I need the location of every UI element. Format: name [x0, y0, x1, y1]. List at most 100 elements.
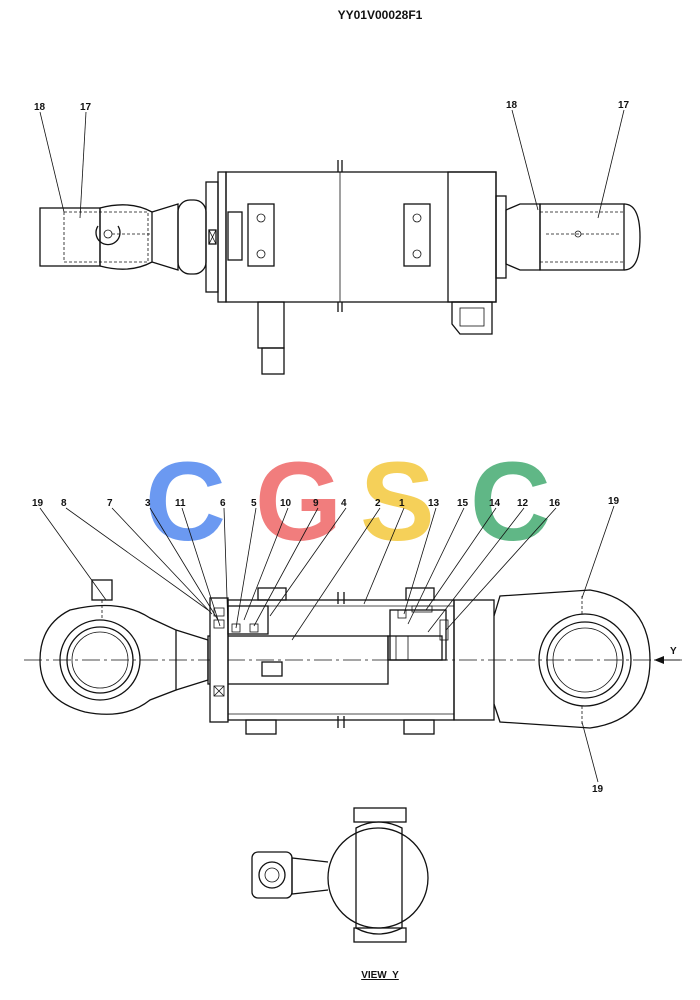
callout: 16 [549, 498, 561, 509]
cylinder-barrel [225, 171, 497, 303]
rod-seal [213, 619, 225, 629]
view-y-port-bottom [353, 927, 407, 943]
port-fitting-left [261, 347, 285, 375]
left-grease-boss [91, 579, 113, 601]
callout: 18 [34, 102, 46, 113]
section-view [24, 505, 682, 783]
callout: 3 [145, 498, 151, 509]
right-rod-end [539, 203, 625, 271]
cylinder-bottom [453, 599, 495, 721]
clamp-bolt [412, 249, 422, 259]
left-bushing [66, 626, 134, 694]
left-eye-housing [39, 604, 177, 715]
callout: 17 [80, 102, 92, 113]
leader [79, 111, 87, 219]
nameplate [227, 211, 243, 261]
rod-marker [261, 661, 283, 677]
view-y-label: VIEW Y [361, 970, 399, 981]
right-neck [505, 203, 541, 271]
left-neck [151, 203, 179, 271]
port-pipe-left [257, 301, 285, 349]
left-bushing-hidden [63, 211, 149, 263]
leader [581, 505, 615, 599]
callout: 13 [428, 498, 440, 509]
barrel-bottom [447, 171, 497, 303]
leader [149, 507, 219, 621]
right-cap-flange [495, 195, 507, 279]
callout: 7 [107, 498, 113, 509]
callout: 4 [341, 498, 347, 509]
leader [407, 507, 465, 625]
clamp-bolt [256, 213, 266, 223]
leader [445, 507, 557, 631]
view-y-barrel-end [327, 827, 429, 929]
port-top-left [257, 587, 287, 601]
port-block-window [459, 307, 485, 327]
break-mark [337, 160, 343, 312]
leader [425, 507, 497, 611]
left-gland-ring [177, 199, 207, 275]
piston-nut [387, 635, 443, 661]
callout: 8 [61, 498, 67, 509]
callout: 18 [506, 100, 518, 111]
callout: 19 [32, 498, 44, 509]
callout: 10 [280, 498, 292, 509]
callout: 2 [375, 498, 381, 509]
dust-seal [213, 607, 225, 617]
right-grease-fitting [574, 230, 582, 238]
callout: 11 [175, 498, 186, 509]
leader [65, 507, 209, 611]
callout: 19 [592, 784, 604, 795]
view-y [251, 807, 429, 943]
callout: 12 [517, 498, 529, 509]
callout: 5 [251, 498, 257, 509]
right-bore [538, 613, 632, 707]
leader [235, 507, 257, 629]
seal-marker-cross [208, 229, 217, 245]
leader [39, 111, 65, 213]
leader [181, 507, 221, 627]
right-bushing [546, 621, 624, 699]
seal-marker-lower [213, 685, 225, 697]
callout: 17 [618, 100, 630, 111]
leader [511, 109, 539, 211]
leader [363, 507, 405, 605]
leader [223, 507, 229, 629]
leader [269, 507, 347, 617]
head-flange [217, 171, 227, 303]
callout: 19 [608, 496, 620, 507]
right-eye-housing [493, 589, 651, 729]
break-mark [337, 592, 345, 728]
callout: 15 [457, 498, 469, 509]
view-y-fitting-hole [264, 867, 280, 883]
leader [39, 507, 107, 601]
drawing-code: YY01V00028F1 [337, 8, 423, 22]
callout: 1 [399, 498, 405, 509]
leader [291, 507, 381, 641]
clamp-plate-right [403, 203, 431, 267]
view-y-rod-end [355, 821, 403, 935]
right-bushing-hidden [539, 211, 625, 263]
left-bore [59, 619, 141, 701]
clamp-bolt [256, 249, 266, 259]
view-arrowhead [654, 656, 664, 664]
clamp-bolt [412, 213, 422, 223]
leader [253, 507, 319, 627]
view-y-port-top [353, 807, 407, 823]
callout: 6 [220, 498, 226, 509]
view-y-port-pipe [291, 857, 329, 895]
piston-seal [397, 609, 407, 619]
right-rod-eye [623, 203, 641, 271]
grease-fitting [95, 225, 121, 246]
seal-marker [208, 229, 217, 245]
piston-ring [439, 619, 449, 641]
clamp-plate-left [247, 203, 275, 267]
view-y-fitting-ring [258, 861, 286, 889]
bushing [231, 623, 241, 633]
port-bottom-left [245, 719, 277, 735]
seal-marker-cross [213, 685, 225, 697]
leader [427, 507, 525, 633]
leader [243, 507, 289, 621]
